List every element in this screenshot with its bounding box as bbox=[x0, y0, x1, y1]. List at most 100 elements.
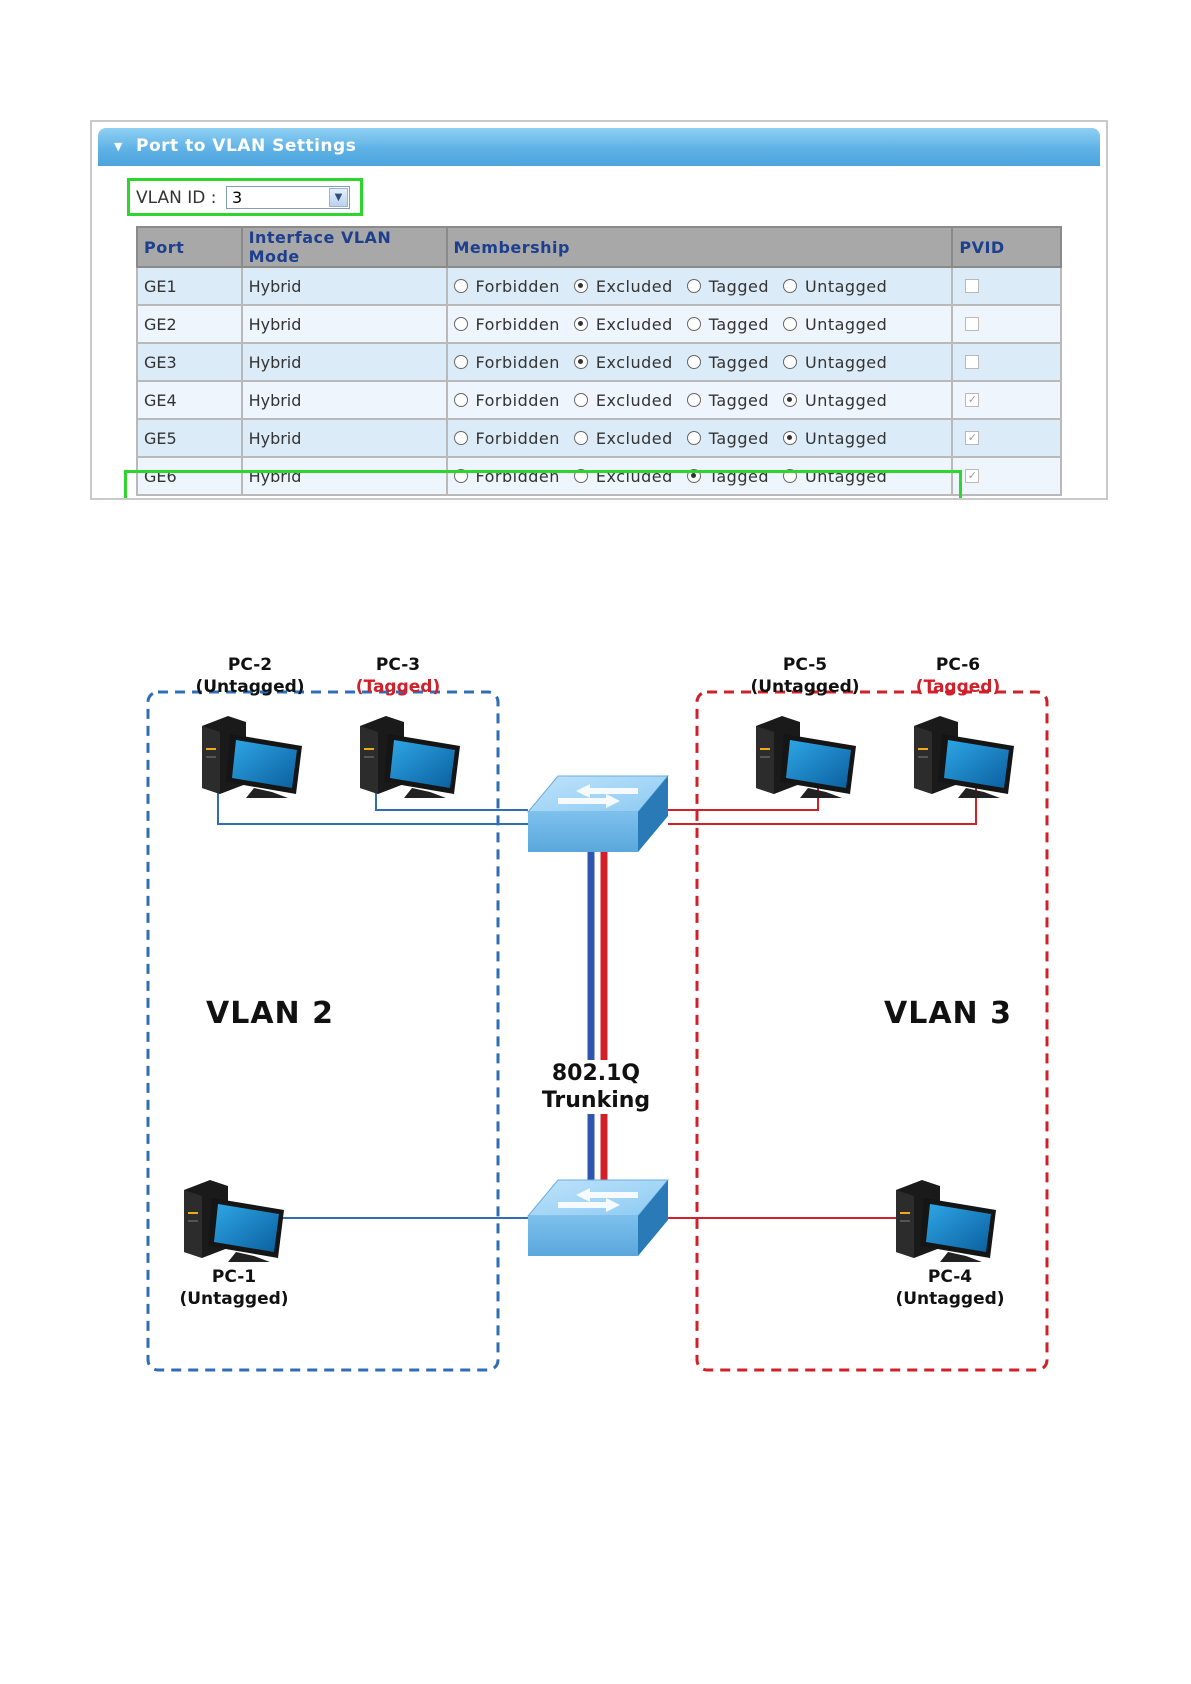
radio-circle-icon[interactable] bbox=[783, 279, 797, 293]
column-header-pvid: PVID bbox=[951, 226, 1062, 268]
radio-untagged[interactable]: Untagged bbox=[783, 429, 887, 448]
radio-excluded[interactable]: Excluded bbox=[573, 391, 673, 410]
collapse-caret-icon[interactable]: ▼ bbox=[114, 140, 123, 153]
radio-untagged[interactable]: Untagged bbox=[783, 315, 887, 334]
port-cell: GE4 bbox=[136, 380, 243, 420]
radio-circle-icon[interactable] bbox=[453, 393, 468, 407]
membership-radio-group: Forbidden Excluded Tagged Untagged bbox=[453, 314, 946, 334]
pvid-checkbox[interactable] bbox=[965, 317, 980, 331]
panel-header[interactable]: ▼ Port to VLAN Settings bbox=[98, 128, 1100, 166]
pc6-name: PC-6 bbox=[935, 655, 981, 675]
radio-forbidden[interactable]: Forbidden bbox=[453, 315, 560, 334]
pc1-mode: (Untagged) bbox=[179, 1289, 289, 1309]
radio-tagged[interactable]: Tagged bbox=[686, 314, 769, 334]
radio-forbidden[interactable]: Forbidden bbox=[453, 390, 560, 410]
radio-label: Forbidden bbox=[475, 276, 560, 296]
radio-circle-icon[interactable] bbox=[453, 355, 468, 369]
radio-label: Excluded bbox=[595, 276, 673, 296]
port-cell: GE2 bbox=[136, 304, 243, 344]
radio-circle-icon[interactable] bbox=[573, 317, 588, 331]
radio-untagged[interactable]: Untagged bbox=[783, 353, 887, 372]
radio-tagged[interactable]: Tagged bbox=[686, 277, 769, 296]
radio-circle-icon[interactable] bbox=[783, 431, 797, 445]
radio-circle-icon[interactable] bbox=[573, 431, 588, 445]
pvid-checkbox[interactable]: ✓ bbox=[965, 431, 980, 445]
radio-circle-icon[interactable] bbox=[783, 469, 797, 483]
mode-cell: Hybrid bbox=[240, 304, 448, 344]
radio-label: Forbidden bbox=[475, 466, 560, 486]
radio-untagged[interactable]: Untagged bbox=[783, 467, 887, 486]
radio-excluded[interactable]: Excluded bbox=[573, 276, 673, 296]
radio-forbidden[interactable]: Forbidden bbox=[453, 276, 560, 296]
radio-tagged[interactable]: Tagged bbox=[686, 429, 769, 448]
pc3-mode: (Tagged) bbox=[355, 677, 441, 697]
mode-cell: Hybrid bbox=[240, 418, 448, 458]
pc3-label: PC-3 (Tagged) bbox=[328, 654, 468, 698]
radio-circle-icon[interactable] bbox=[783, 393, 797, 407]
radio-tagged[interactable]: Tagged bbox=[686, 467, 769, 486]
port-to-vlan-settings-panel: ▼ Port to VLAN Settings VLAN ID : 3 ▼ Po… bbox=[90, 120, 1108, 500]
trunk-label-line1: 802.1Q bbox=[551, 1061, 641, 1086]
pc6-icon bbox=[914, 716, 1014, 798]
radio-excluded[interactable]: Excluded bbox=[573, 429, 673, 448]
radio-label: Tagged bbox=[708, 352, 769, 372]
vlan-trunk-diagram: PC-2 (Untagged) PC-3 (Tagged) PC-5 (Unta… bbox=[0, 655, 1191, 1460]
vlan3-label: VLAN 3 bbox=[884, 996, 1012, 1031]
radio-circle-icon[interactable] bbox=[453, 279, 468, 293]
radio-label: Tagged bbox=[708, 314, 769, 334]
radio-circle-icon[interactable] bbox=[783, 355, 797, 369]
radio-circle-icon[interactable] bbox=[783, 317, 797, 331]
radio-tagged[interactable]: Tagged bbox=[686, 352, 769, 372]
radio-circle-icon[interactable] bbox=[686, 279, 701, 293]
pc3-name: PC-3 bbox=[375, 655, 421, 675]
port-cell: GE1 bbox=[136, 266, 243, 306]
port-cell: GE5 bbox=[136, 418, 243, 458]
pvid-cell: ✓ bbox=[951, 418, 1062, 458]
radio-label: Forbidden bbox=[475, 352, 560, 372]
mode-cell: Hybrid bbox=[240, 380, 448, 420]
pvid-cell bbox=[951, 342, 1062, 382]
radio-circle-icon[interactable] bbox=[573, 393, 588, 407]
radio-circle-icon[interactable] bbox=[686, 431, 701, 445]
column-header-port: Port bbox=[136, 226, 243, 268]
radio-circle-icon[interactable] bbox=[686, 355, 701, 369]
radio-circle-icon[interactable] bbox=[686, 469, 701, 483]
radio-circle-icon[interactable] bbox=[453, 317, 468, 331]
radio-excluded[interactable]: Excluded bbox=[573, 315, 673, 334]
radio-circle-icon[interactable] bbox=[573, 355, 588, 369]
radio-circle-icon[interactable] bbox=[686, 317, 701, 331]
pc4-name: PC-4 bbox=[927, 1267, 973, 1287]
radio-label: Untagged bbox=[805, 390, 888, 410]
radio-excluded[interactable]: Excluded bbox=[573, 467, 673, 486]
radio-circle-icon[interactable] bbox=[573, 279, 588, 293]
radio-forbidden[interactable]: Forbidden bbox=[453, 429, 560, 448]
pvid-checkbox[interactable] bbox=[965, 279, 980, 293]
radio-untagged[interactable]: Untagged bbox=[783, 277, 887, 296]
radio-untagged[interactable]: Untagged bbox=[783, 391, 887, 410]
pvid-checkbox[interactable] bbox=[965, 355, 980, 369]
radio-circle-icon[interactable] bbox=[573, 469, 588, 483]
pc2-name: PC-2 bbox=[227, 655, 273, 675]
radio-circle-icon[interactable] bbox=[686, 393, 701, 407]
pvid-checkbox[interactable]: ✓ bbox=[965, 469, 980, 483]
radio-tagged[interactable]: Tagged bbox=[686, 391, 769, 410]
radio-excluded[interactable]: Excluded bbox=[573, 353, 673, 372]
membership-cell: Forbidden Excluded Tagged Untagged bbox=[445, 380, 954, 420]
chevron-down-icon[interactable]: ▼ bbox=[329, 188, 348, 207]
membership-radio-group: Forbidden Excluded Tagged Untagged bbox=[453, 276, 946, 296]
vlan-id-select[interactable]: 3 ▼ bbox=[226, 186, 350, 209]
membership-radio-group: Forbidden Excluded Tagged Untagged bbox=[453, 429, 946, 448]
radio-label: Untagged bbox=[805, 352, 888, 372]
radio-circle-icon[interactable] bbox=[453, 469, 468, 483]
radio-forbidden[interactable]: Forbidden bbox=[453, 352, 560, 372]
radio-label: Untagged bbox=[805, 466, 888, 486]
radio-label: Forbidden bbox=[475, 390, 560, 410]
pvid-checkbox[interactable]: ✓ bbox=[965, 393, 980, 407]
radio-circle-icon[interactable] bbox=[453, 431, 468, 445]
radio-forbidden[interactable]: Forbidden bbox=[453, 466, 560, 486]
pvid-cell: ✓ bbox=[951, 456, 1062, 496]
pvid-cell: ✓ bbox=[951, 380, 1062, 420]
